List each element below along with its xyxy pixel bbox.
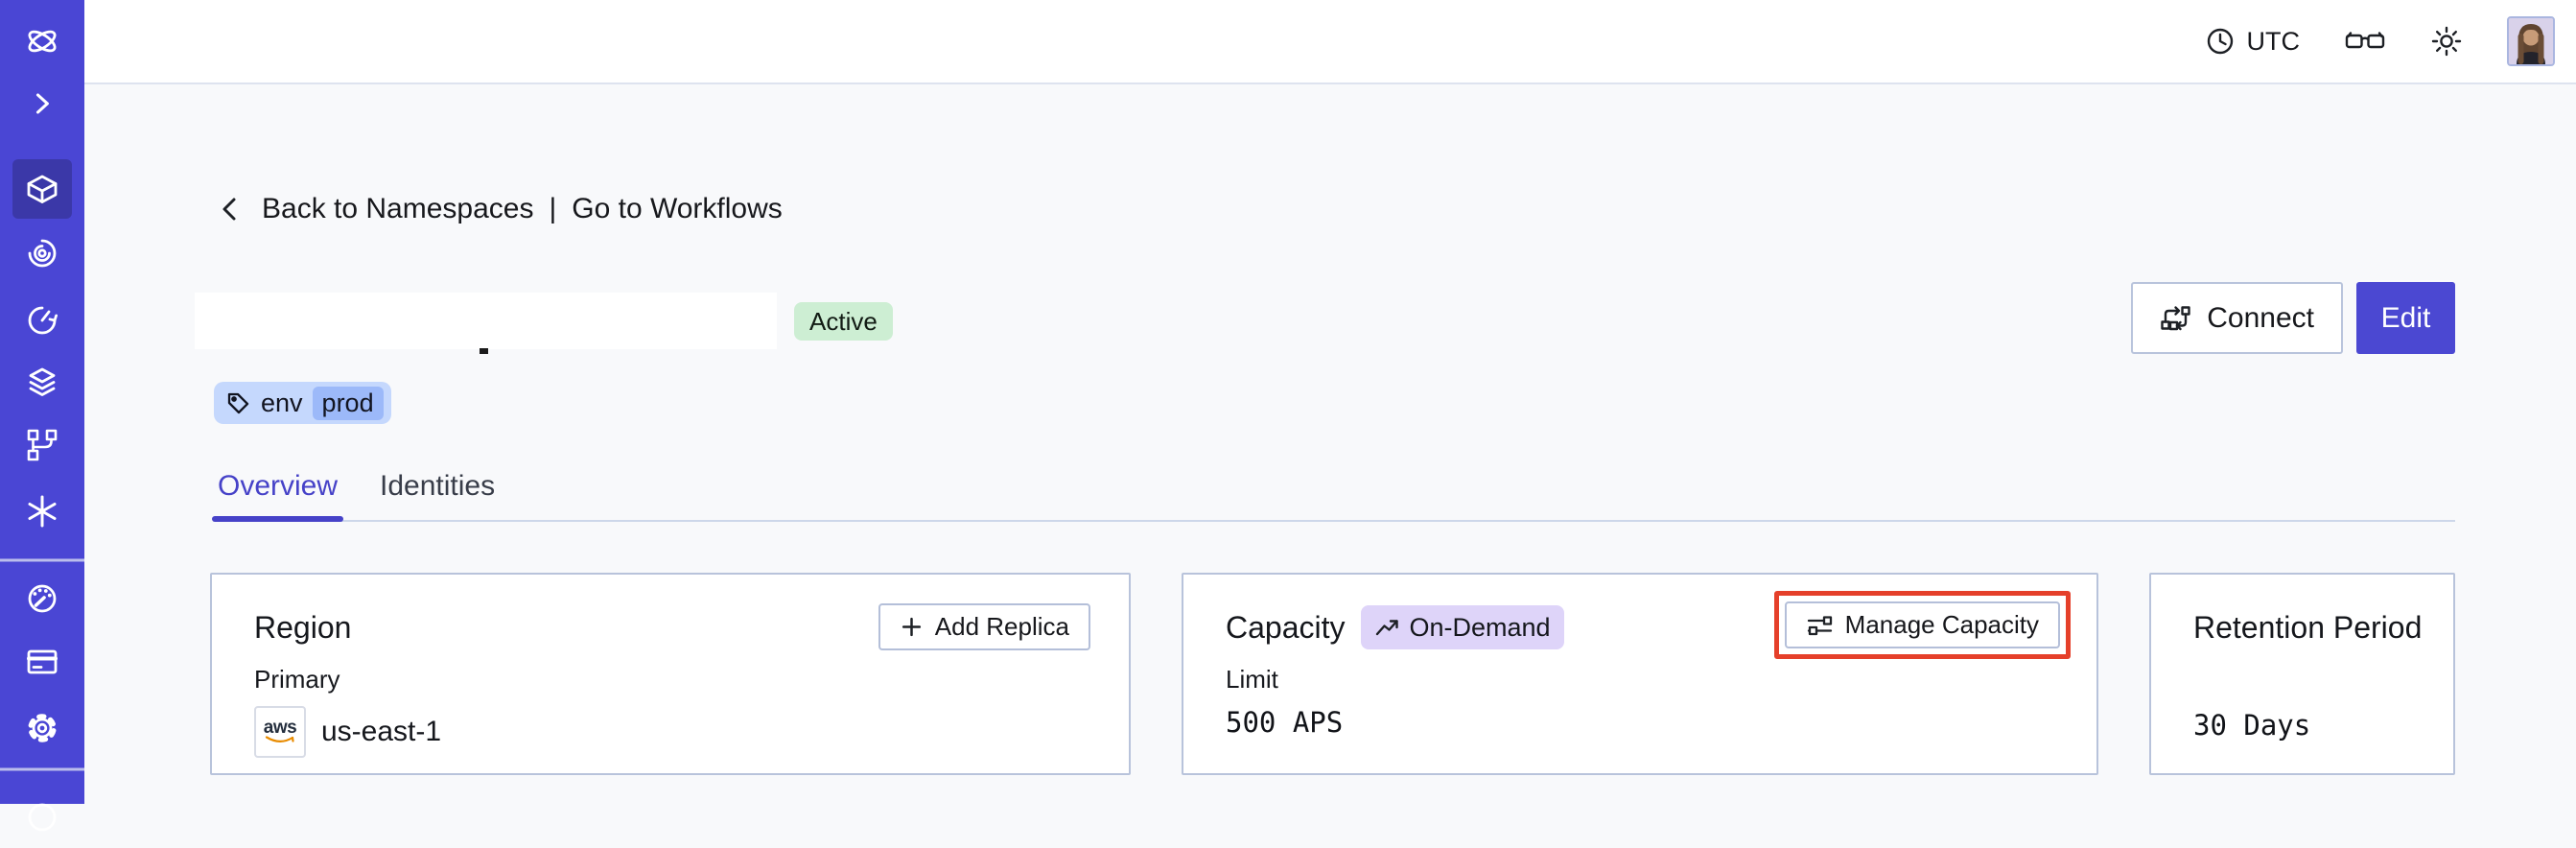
sidebar-item-schedules-clock[interactable] <box>0 290 84 351</box>
region-card-title: Region <box>254 609 352 645</box>
edit-button[interactable]: Edit <box>2356 282 2455 354</box>
breadcrumb: Back to Namespaces | Go to Workflows <box>216 188 783 230</box>
workflows-spiral-icon <box>12 224 72 283</box>
primary-label: Primary <box>254 665 340 694</box>
sidebar-item-temporal-logo[interactable] <box>0 11 84 72</box>
manage-capacity-label: Manage Capacity <box>1844 610 2039 639</box>
tabs: Overview Identities <box>211 462 2455 522</box>
schedules-clock-icon <box>12 291 72 350</box>
main-content: Back to Namespaces | Go to Workflows Act… <box>84 84 2576 804</box>
sidebar <box>0 0 84 832</box>
attention-highlight-box: Manage Capacity <box>1773 591 2071 659</box>
sidebar-item-chevron-right[interactable] <box>0 73 84 134</box>
sidebar-item-account-circle[interactable] <box>0 787 84 848</box>
capacity-value: 500 APS <box>1226 706 1344 739</box>
tag-icon <box>225 390 251 416</box>
topbar: UTC <box>84 0 2576 84</box>
status-badge: Active <box>794 302 893 341</box>
manage-capacity-button[interactable]: Manage Capacity <box>1784 601 2060 648</box>
sidebar-item-billing-card[interactable] <box>0 631 84 693</box>
breadcrumb-separator: | <box>549 193 557 224</box>
clock-icon <box>2205 26 2236 57</box>
tab-overview[interactable]: Overview <box>211 462 344 522</box>
glasses-icon[interactable] <box>2344 28 2386 55</box>
sidebar-item-deployments-layers[interactable] <box>0 352 84 413</box>
connect-label: Connect <box>2207 301 2314 334</box>
retention-card: Retention Period 30 Days <box>2149 573 2455 775</box>
limit-label: Limit <box>1226 665 1278 694</box>
namespace-title-redacted <box>195 293 777 349</box>
sidebar-divider <box>0 767 84 771</box>
batch-branch-icon <box>12 415 72 475</box>
settings-gear-icon <box>12 698 72 758</box>
connect-button[interactable]: Connect <box>2131 282 2343 354</box>
namespace-tag: env prod <box>214 382 391 424</box>
chevron-left-icon[interactable] <box>216 194 246 224</box>
aws-text: aws <box>263 717 297 738</box>
redaction-artifact <box>480 348 488 354</box>
sun-icon[interactable] <box>2430 25 2463 58</box>
region-card: Region Add Replica Primary aws us-east-1 <box>210 573 1131 775</box>
breadcrumb-workflows-link[interactable]: Go to Workflows <box>572 193 783 224</box>
sidebar-item-namespaces-cube[interactable] <box>0 158 84 220</box>
on-demand-label: On-Demand <box>1409 612 1551 642</box>
add-replica-button[interactable]: Add Replica <box>878 603 1090 650</box>
header-actions: Connect Edit <box>2131 282 2455 354</box>
usage-gauge-icon <box>12 569 72 628</box>
sidebar-item-workflows-spiral[interactable] <box>0 223 84 284</box>
account-circle-icon <box>12 788 72 847</box>
on-demand-badge: On-Demand <box>1360 605 1564 649</box>
plus-icon <box>900 615 924 639</box>
timezone-label: UTC <box>2246 26 2301 56</box>
connect-icon <box>2160 302 2191 334</box>
trending-up-icon <box>1374 615 1400 641</box>
sliders-icon <box>1806 611 1834 639</box>
add-replica-label: Add Replica <box>934 612 1069 641</box>
capacity-card-title: Capacity <box>1226 609 1346 645</box>
chevron-right-icon <box>12 74 72 133</box>
tag-value: prod <box>312 386 384 420</box>
retention-card-title: Retention Period <box>2193 609 2423 645</box>
sidebar-item-batch-branch[interactable] <box>0 414 84 476</box>
tab-identities[interactable]: Identities <box>380 470 496 502</box>
billing-card-icon <box>12 632 72 692</box>
breadcrumb-back-link[interactable]: Back to Namespaces <box>262 193 534 224</box>
namespaces-cube-icon <box>12 159 72 219</box>
temporal-logo-icon <box>12 12 72 71</box>
sidebar-item-nexus-asterisk[interactable] <box>0 481 84 542</box>
tag-key: env <box>261 388 303 417</box>
sidebar-item-settings-gear[interactable] <box>0 697 84 759</box>
retention-value: 30 Days <box>2193 709 2311 742</box>
region-value: us-east-1 <box>321 716 442 747</box>
capacity-card: Capacity On-Demand Manage Capacity Limit… <box>1182 573 2098 775</box>
aws-logo-icon: aws <box>254 706 306 758</box>
timezone-selector[interactable]: UTC <box>2205 26 2301 57</box>
deployments-layers-icon <box>12 353 72 412</box>
sidebar-divider <box>0 558 84 562</box>
sidebar-item-usage-gauge[interactable] <box>0 568 84 629</box>
avatar[interactable] <box>2507 16 2555 66</box>
nexus-asterisk-icon <box>12 482 72 541</box>
